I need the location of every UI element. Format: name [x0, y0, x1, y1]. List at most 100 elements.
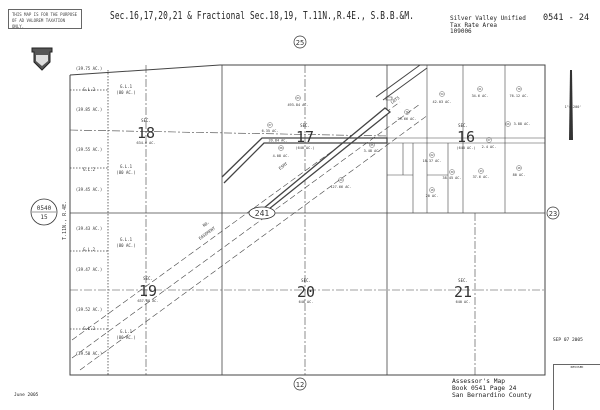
svg-text:20: 20 [297, 283, 315, 301]
svg-text:21: 21 [454, 283, 472, 301]
scale-label: 1"=1200' [565, 105, 582, 109]
svg-text:29.66 AC.: 29.66 AC. [398, 117, 417, 121]
svg-text:37.6 AC.: 37.6 AC. [473, 175, 490, 179]
svg-text:(39.43 AC.): (39.43 AC.) [76, 226, 103, 231]
svg-text:03: 03 [296, 96, 300, 100]
svg-text:(80 AC.): (80 AC.) [116, 90, 135, 95]
book-page-label: Book 0541 Page 24 [452, 385, 517, 392]
svg-text:G.L.2: G.L.2 [83, 167, 96, 172]
svg-text:17: 17 [296, 128, 314, 146]
map-center-number: 241 [255, 209, 270, 218]
map-title: Sec.16,17,20,21 & Fractional Sec.18,19, … [110, 10, 415, 22]
taxation-notice: THIS MAP IS FOR THE PURPOSE OF AD VALORE… [8, 9, 82, 29]
svg-text:3.88 AC.: 3.88 AC. [514, 122, 531, 126]
svg-text:G.L.2: G.L.2 [83, 326, 96, 331]
svg-text:LOTS: LOTS [390, 95, 401, 105]
road-labels: RD. EASEMENT LOTS ESMT [198, 95, 401, 241]
svg-text:637.88 AC.: 637.88 AC. [137, 299, 158, 303]
svg-text:(39.50 AC.): (39.50 AC.) [76, 351, 103, 356]
svg-text:(39.45 AC.): (39.45 AC.) [76, 187, 103, 192]
adjoining-map-refs: 25 12 23 241 0540 15 T.11N., R.4E. [30, 35, 560, 391]
west-adjoining-book: 0540 [37, 205, 52, 212]
svg-text:(80 AC.): (80 AC.) [116, 243, 135, 248]
parcel: 71 29.66 AC. [398, 109, 417, 121]
north-adjoining: 25 [296, 39, 304, 47]
svg-text:70: 70 [517, 87, 521, 91]
svg-text:G.L.1: G.L.1 [120, 329, 133, 334]
svg-text:38.45 AC.: 38.45 AC. [443, 176, 462, 180]
svg-text:39.84 AC.: 39.84 AC. [269, 139, 288, 143]
parcel: 67 2.4 AC. [482, 137, 497, 149]
svg-text:SEC.: SEC. [301, 278, 311, 283]
svg-text:(640 AC.): (640 AC.) [296, 146, 315, 150]
svg-text:G.L.1: G.L.1 [120, 84, 133, 89]
svg-text:18.37 AC.: 18.37 AC. [423, 159, 442, 163]
svg-text:(640 AC.): (640 AC.) [457, 146, 476, 150]
svg-text:80 AC.: 80 AC. [513, 173, 526, 177]
parcel: 084.08 AC. [273, 145, 289, 158]
received-stamp: SEP 07 2005 [553, 338, 583, 343]
svg-text:6.35 AC.: 6.35 AC. [262, 129, 279, 133]
svg-text:634.6 AC.: 634.6 AC. [137, 141, 156, 145]
svg-text:05: 05 [370, 143, 374, 147]
government-lots: G.L.2 G.L.1(80 AC.) G.L.2 G.L.1(80 AC.) … [76, 66, 136, 356]
parcel: 39 38.45 AC. [443, 169, 462, 180]
svg-text:16: 16 [457, 128, 475, 146]
svg-text:2.4 AC.: 2.4 AC. [482, 145, 497, 149]
section-17: SEC.17(640 AC.) [296, 123, 315, 150]
tax-rate-area: Silver Valley Unified Tax Rate Area 1090… [450, 15, 526, 36]
county-label: San Bernardino County [452, 392, 532, 399]
svg-text:43: 43 [479, 169, 483, 173]
svg-text:G.L.2: G.L.2 [83, 87, 96, 92]
parcel: 66 3.88 AC. [505, 121, 531, 127]
tra-label: Tax Rate Area [450, 21, 497, 29]
assessor-map-info: Assessor's Map Book 0541 Page 24 San Ber… [452, 378, 532, 399]
county-seal-icon [31, 47, 53, 71]
svg-text:SEC.: SEC. [458, 278, 468, 283]
svg-text:(80 AC.): (80 AC.) [116, 170, 135, 175]
svg-text:SEC.: SEC. [300, 123, 310, 128]
svg-text:G.L.1: G.L.1 [120, 164, 133, 169]
north-arrow-icon: 1"=1200' [565, 70, 582, 140]
revised-label: REVISED [570, 365, 584, 369]
svg-text:G.L.2: G.L.2 [83, 247, 96, 252]
svg-text:3.48 AC.: 3.48 AC. [364, 149, 381, 153]
svg-text:08: 08 [279, 146, 283, 150]
map-boundaries [69, 64, 546, 376]
svg-text:EASEMENT: EASEMENT [198, 225, 217, 241]
district-name: Silver Valley Unified [450, 15, 526, 22]
svg-text:G.L.1: G.L.1 [120, 237, 133, 242]
svg-text:(80 AC.): (80 AC.) [116, 335, 135, 340]
parcel: 70 76.12 AC. [510, 86, 529, 98]
svg-text:76.12 AC.: 76.12 AC. [510, 94, 529, 98]
svg-text:39: 39 [450, 170, 454, 174]
svg-text:18: 18 [430, 188, 434, 192]
svg-text:18: 18 [137, 124, 155, 142]
east-adjoining: 23 [549, 210, 557, 218]
section-16: SEC.16(640 AC.) [457, 123, 476, 150]
parcel: 43 37.6 AC. [473, 168, 490, 179]
svg-text:07: 07 [268, 123, 272, 127]
svg-text:67: 67 [487, 138, 491, 142]
parcel: 39.84 AC. [269, 139, 288, 143]
svg-text:(39.52 AC.): (39.52 AC.) [76, 307, 103, 312]
svg-text:71: 71 [405, 110, 409, 114]
svg-text:61: 61 [478, 87, 482, 91]
tra-number: 109006 [450, 28, 472, 35]
svg-text:ESMT: ESMT [278, 161, 289, 171]
assessor-map-label: Assessor's Map [452, 378, 506, 385]
south-adjoining: 12 [296, 381, 304, 389]
svg-text:SEC.: SEC. [458, 123, 468, 128]
svg-text:66: 66 [506, 122, 510, 126]
book-page-number: 0541 - 24 [543, 13, 590, 23]
